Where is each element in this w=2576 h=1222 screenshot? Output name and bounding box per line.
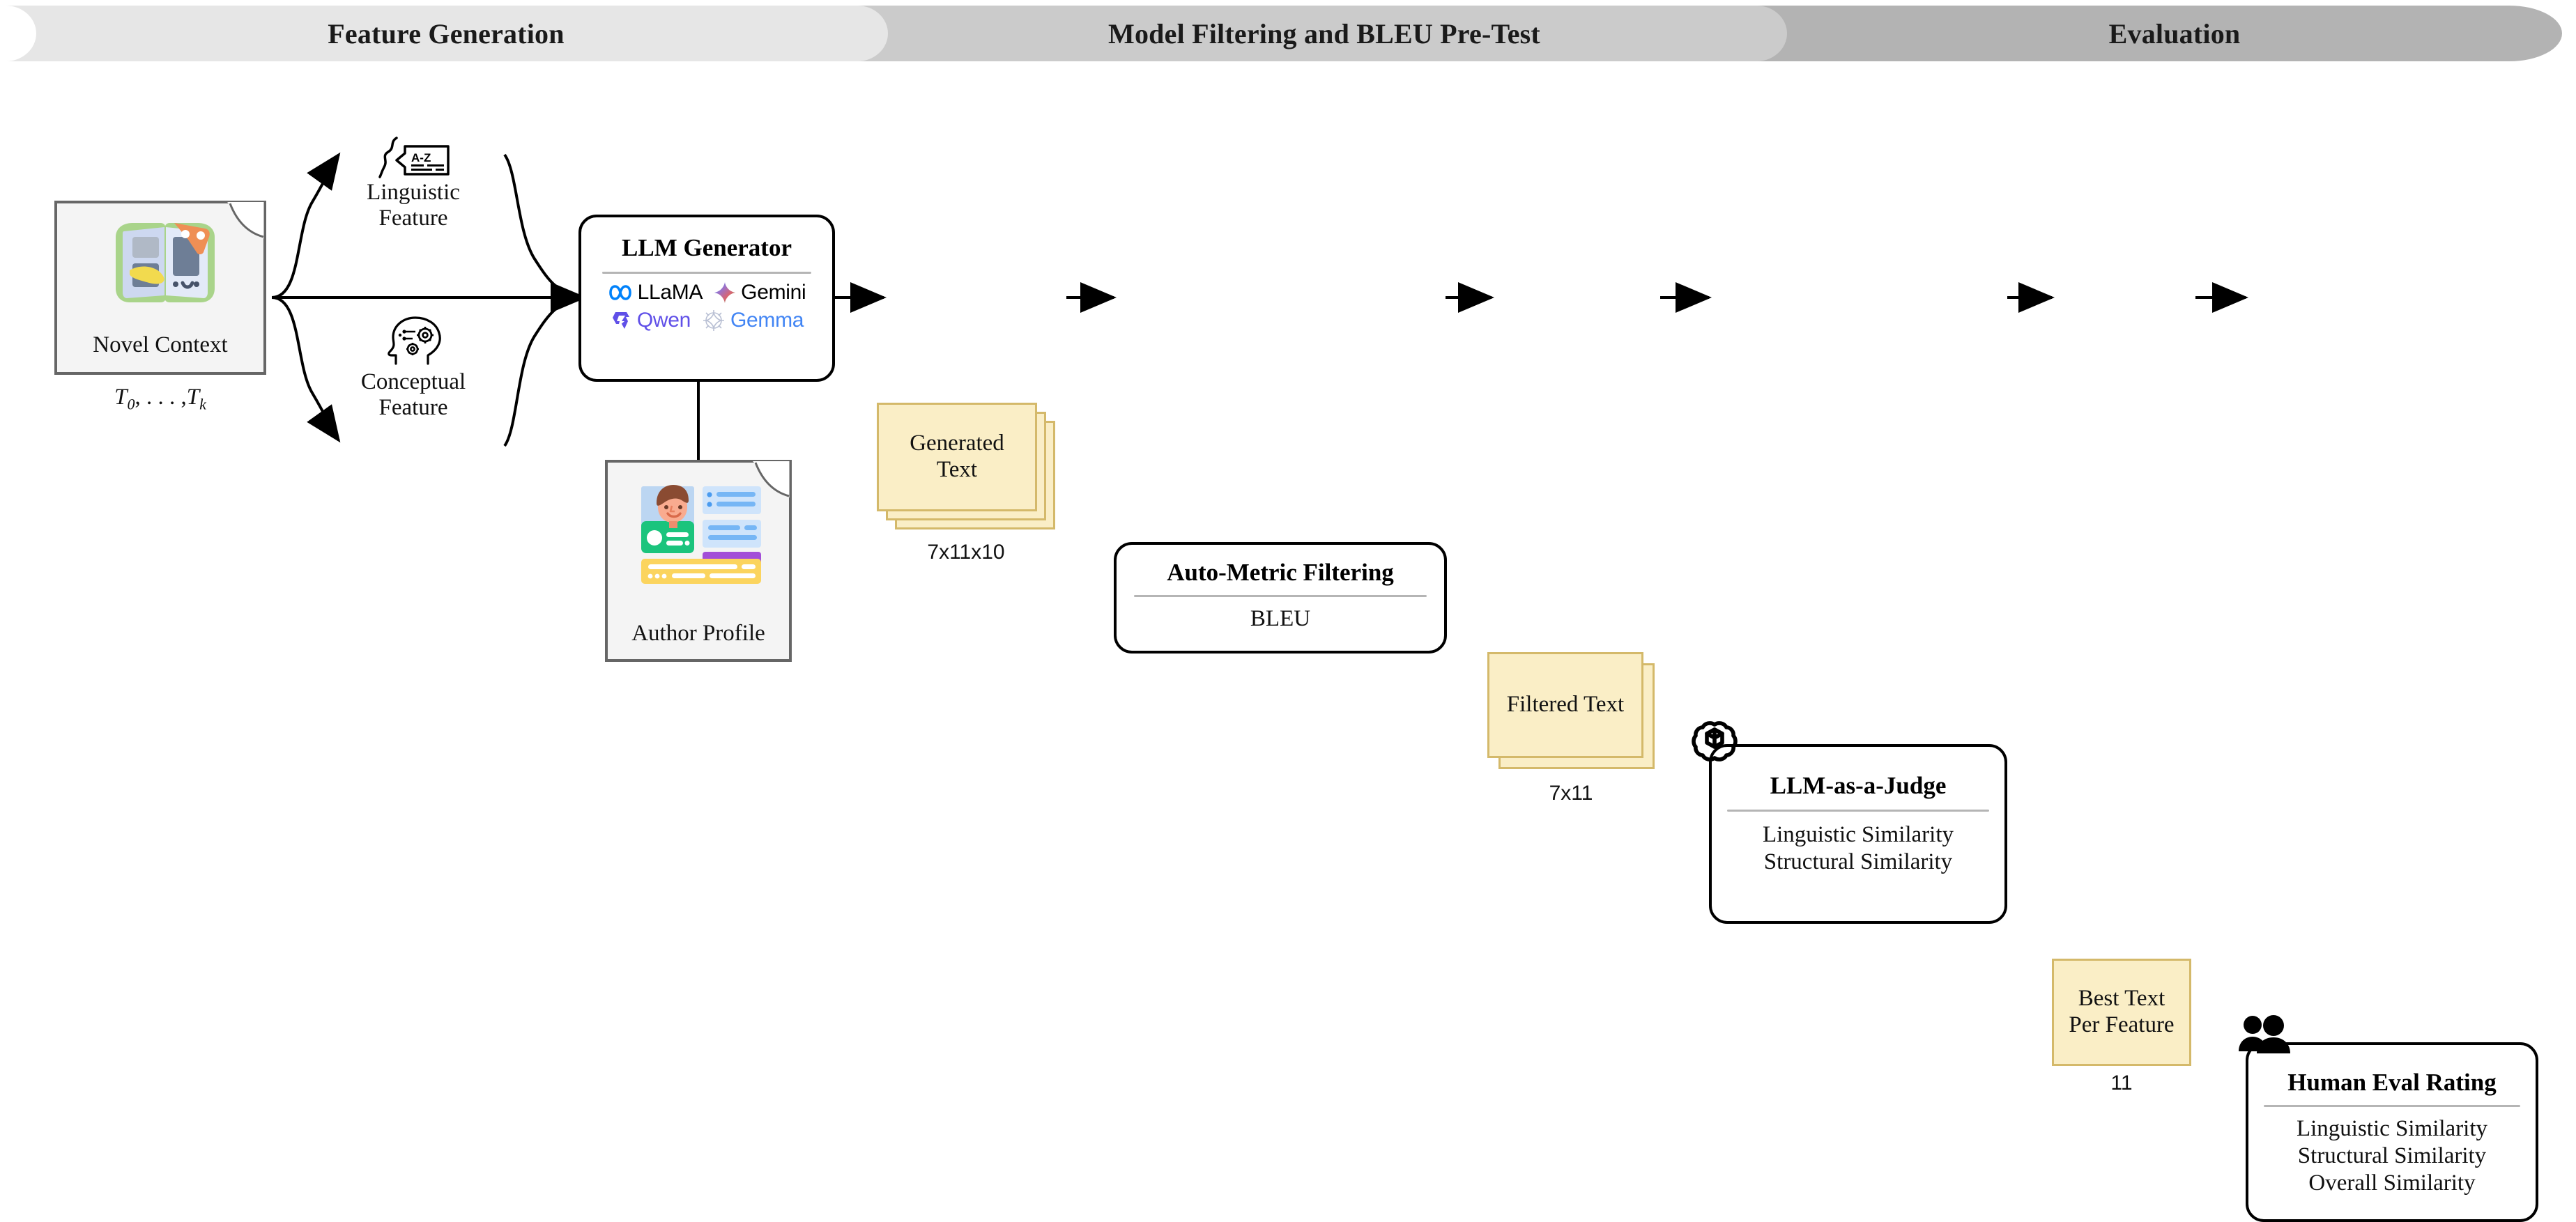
linguistic-feature-label: Linguistic Feature: [312, 180, 514, 231]
novel-context-caption: T0, . . . ,Tk: [54, 385, 266, 414]
conceptual-feature-node[interactable]: Conceptual Feature: [312, 315, 514, 421]
model-row-2: Qwen Gemma: [610, 309, 804, 332]
best-text-per-feature-stack[interactable]: Best Text Per Feature 11: [2052, 959, 2198, 1095]
caption-t0: T: [114, 385, 128, 410]
banner-segment-feature-generation: [6, 6, 888, 61]
qwen-logo-icon: [612, 312, 629, 329]
author-profile-document[interactable]: Author Profile: [605, 460, 792, 662]
llm-as-a-judge-box[interactable]: LLM-as-a-Judge Linguistic Similarity Str…: [1692, 721, 2007, 924]
human-eval-criterion-3: Overall Similarity: [2308, 1170, 2476, 1196]
linguistic-feature-label-line1: Linguistic: [367, 180, 460, 205]
banner-label-evaluation: Evaluation: [2108, 17, 2241, 49]
best-text-label-line2: Per Feature: [2069, 1012, 2175, 1037]
best-text-per-feature-card[interactable]: Best Text Per Feature: [2052, 959, 2191, 1066]
openai-logo-icon: [1692, 721, 1738, 761]
llm-generator-model-list: LLaMA Gemini: [608, 281, 806, 332]
banner-label-feature-generation: Feature Generation: [328, 17, 565, 49]
generated-text-caption: 7x11x10: [927, 541, 1005, 564]
llm-as-a-judge-criterion-1: Linguistic Similarity: [1762, 822, 1954, 847]
auto-metric-filtering-box[interactable]: Auto-Metric Filtering BLEU: [1114, 542, 1447, 653]
stage-banner: Feature Generation Model Filtering and B…: [0, 6, 2576, 61]
best-text-label-line1: Best Text: [2078, 986, 2165, 1012]
a-z-dictionary-icon: A-Z: [378, 137, 450, 178]
meta-infinity-icon: [608, 285, 631, 300]
human-eval-criterion-2: Structural Similarity: [2297, 1143, 2487, 1168]
novel-context-node[interactable]: Novel Context T0, . . . ,Tk: [54, 201, 266, 414]
model-label-gemini: Gemini: [741, 281, 806, 304]
linguistic-feature-label-line2: Feature: [378, 205, 448, 231]
human-eval-criterion-1: Linguistic Similarity: [2296, 1116, 2488, 1141]
model-item-llama[interactable]: LLaMA: [608, 281, 703, 304]
page-fold-icon: [753, 461, 790, 499]
filtered-text-card-front[interactable]: Filtered Text: [1487, 652, 1643, 758]
model-label-llama: LLaMA: [637, 281, 703, 304]
auto-metric-filtering-title: Auto-Metric Filtering: [1167, 559, 1394, 586]
llm-as-a-judge-title: LLM-as-a-Judge: [1770, 772, 1947, 799]
caption-tk: T: [186, 385, 200, 410]
model-item-gemma[interactable]: Gemma: [702, 309, 804, 332]
banner-shapes: [6, 6, 2562, 61]
open-book-icon: [116, 223, 215, 302]
generated-text-stack[interactable]: Generated Text 7x11x10: [877, 403, 1065, 564]
author-profile-label: Author Profile: [631, 621, 765, 646]
llm-as-a-judge-divider: [1727, 810, 1989, 812]
auto-metric-filtering-metric: BLEU: [1250, 606, 1311, 631]
people-group-icon: [2239, 1015, 2290, 1053]
human-eval-rating-divider: [2264, 1105, 2520, 1107]
generated-text-card-front[interactable]: Generated Text: [877, 403, 1037, 511]
head-with-gears-icon: [388, 316, 441, 365]
model-item-gemini[interactable]: Gemini: [714, 281, 806, 304]
generated-text-label-line2: Text: [936, 457, 978, 482]
human-eval-rating-box[interactable]: Human Eval Rating Linguistic Similarity …: [2239, 1015, 2538, 1222]
banner-segment-model-filtering: [822, 6, 1787, 61]
caption-ellipsis: , . . . ,: [135, 385, 187, 410]
gemma-star-icon: [703, 310, 724, 331]
id-card-profile-icon: [641, 485, 761, 584]
model-row-1: LLaMA Gemini: [608, 281, 806, 304]
generated-text-label-line1: Generated: [910, 431, 1004, 456]
auto-metric-filtering-divider: [1134, 595, 1427, 597]
banner-label-model-filtering: Model Filtering and BLEU Pre-Test: [1108, 17, 1540, 49]
gemini-star-icon: [714, 282, 736, 303]
filtered-text-stack[interactable]: Filtered Text 7x11: [1487, 652, 1669, 805]
caption-sub-k: k: [199, 395, 206, 413]
model-label-gemma: Gemma: [730, 309, 804, 332]
model-item-qwen[interactable]: Qwen: [610, 309, 691, 332]
novel-context-label: Novel Context: [93, 332, 228, 357]
conceptual-feature-label-line2: Feature: [378, 394, 448, 420]
novel-context-document[interactable]: Novel Context: [54, 201, 266, 375]
page-fold-icon: [227, 202, 265, 240]
best-text-per-feature-caption: 11: [2110, 1072, 2133, 1095]
banner-segment-evaluation: [1722, 6, 2562, 61]
llm-generator-divider: [602, 272, 811, 274]
caption-sub-0: 0: [127, 395, 135, 413]
llm-generator-title: LLM Generator: [622, 234, 792, 261]
wire-conceptual-to-generator: [503, 297, 579, 447]
human-eval-rating-title: Human Eval Rating: [2287, 1069, 2497, 1096]
author-profile-node[interactable]: Author Profile: [605, 460, 792, 662]
svg-text:A-Z: A-Z: [411, 151, 431, 164]
llm-generator-box[interactable]: LLM Generator LLaMA: [578, 215, 835, 382]
wire-linguistic-to-generator: [503, 153, 579, 297]
model-label-qwen: Qwen: [636, 309, 691, 332]
conceptual-feature-label-line1: Conceptual: [360, 369, 466, 394]
conceptual-feature-label: Conceptual Feature: [312, 369, 514, 421]
llm-as-a-judge-criterion-2: Structural Similarity: [1763, 849, 1953, 874]
filtered-text-caption: 7x11: [1549, 782, 1593, 805]
linguistic-feature-node[interactable]: A-Z Linguistic Feature: [312, 137, 514, 231]
